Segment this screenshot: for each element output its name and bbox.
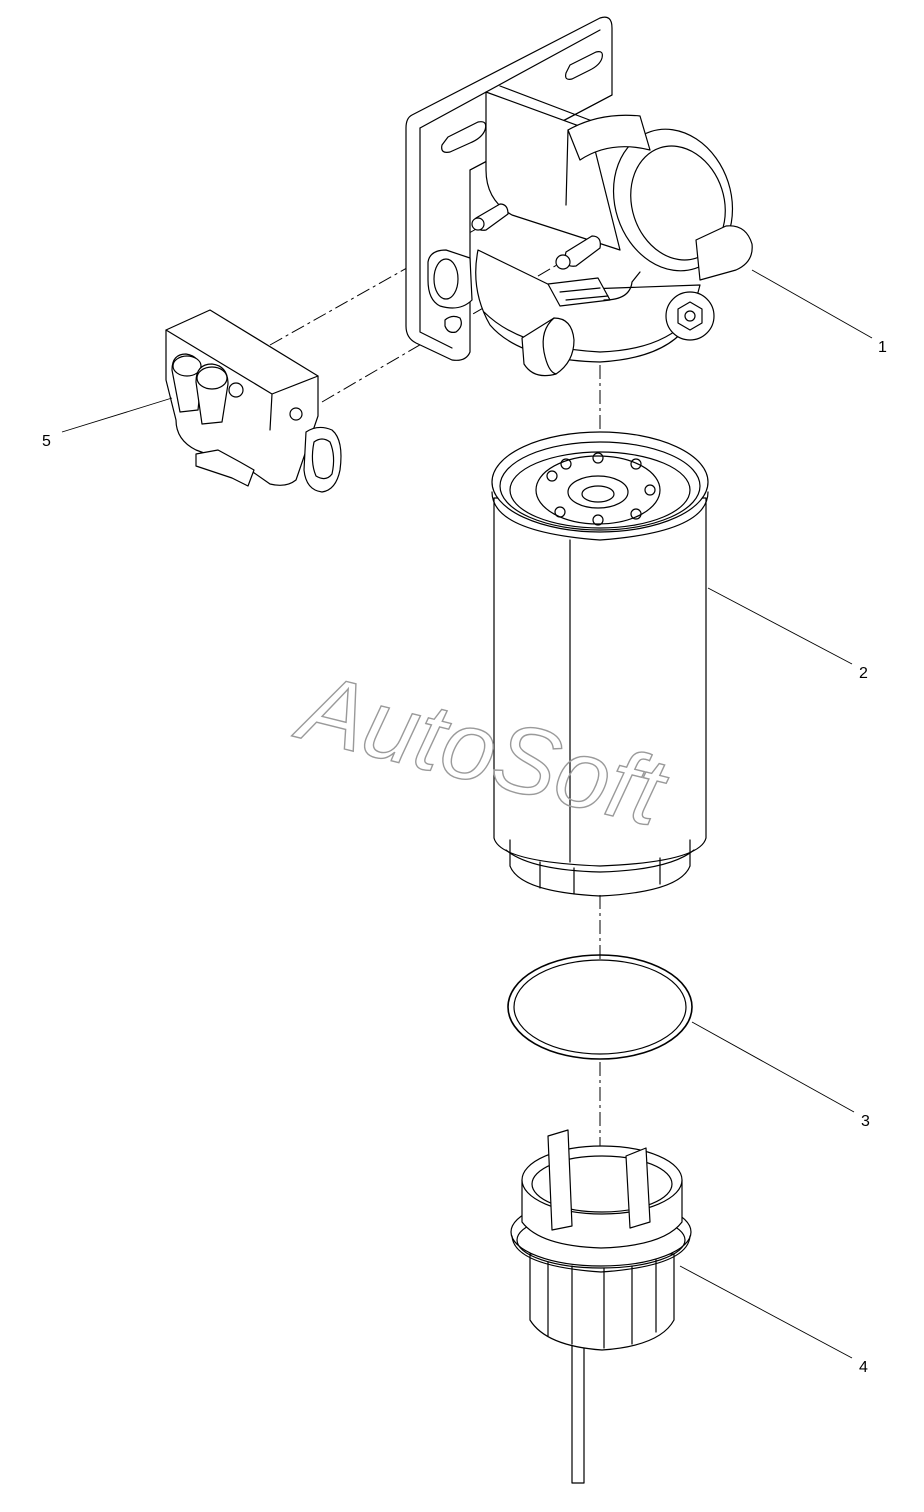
leader-lines <box>61 269 873 1359</box>
callout-2: 2 <box>859 665 868 682</box>
part-heater-connector <box>165 309 342 493</box>
callout-3: 3 <box>861 1113 870 1130</box>
part-o-ring <box>507 954 693 1060</box>
callout-4: 4 <box>859 1359 868 1376</box>
callout-1: 1 <box>878 339 887 356</box>
part-water-sensor-bowl <box>510 1129 692 1484</box>
part-filter-cartridge <box>491 431 709 897</box>
callout-5: 5 <box>42 433 51 450</box>
part-filter-head <box>405 16 753 377</box>
